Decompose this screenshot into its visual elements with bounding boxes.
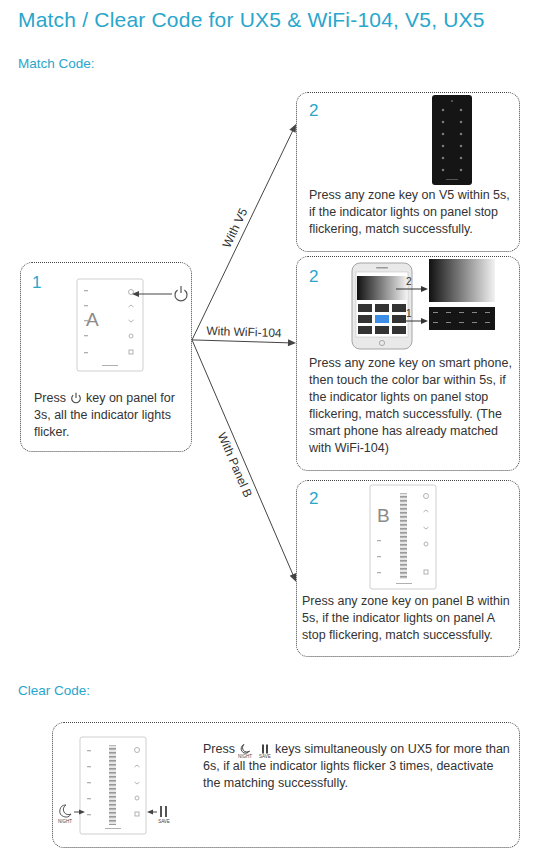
connector-arrow	[192, 124, 296, 340]
text-label: Clear Code:	[18, 684, 90, 699]
smart-phone-drawing	[352, 259, 495, 349]
connector-arrow	[192, 340, 296, 582]
panel-a-drawing	[77, 279, 143, 371]
text-label: A	[86, 310, 99, 331]
text-label: NIGHT	[58, 820, 72, 825]
text-label: SAVE	[158, 820, 170, 825]
instruction-text: keys simultaneously on UX5 for more than…	[203, 742, 510, 790]
instruction-text: Press any zone key on smart phone, then …	[309, 356, 512, 455]
save-icon	[259, 743, 271, 755]
instruction-text: Press any zone key on panel B within 5s,…	[302, 594, 510, 642]
night-icon	[239, 743, 251, 755]
arrow-head	[289, 124, 296, 133]
text-block: Press any zone key on V5 within 5s, if t…	[309, 187, 517, 238]
inline-icon: SAVE	[259, 743, 271, 755]
panel-b-drawing	[370, 485, 436, 589]
power-icon	[70, 392, 82, 404]
step-number: 1	[32, 273, 41, 293]
v5-remote-drawing	[432, 95, 472, 185]
text-block: Press any zone key on panel B within 5s,…	[302, 593, 519, 644]
step-number: 2	[309, 489, 318, 509]
text-label: 1	[406, 308, 412, 319]
step-number: 2	[309, 267, 318, 287]
edge-label: With Panel B	[215, 430, 255, 499]
dashed-box: 2Press any zone key on V5 within 5s, if …	[296, 92, 520, 252]
connector-line	[192, 340, 293, 575]
text-block: Press any zone key on smart phone, then …	[309, 355, 517, 457]
connector-arrow	[192, 339, 296, 346]
text-block: Press key on panel for 3s, all the indic…	[34, 390, 186, 441]
connector-line	[192, 340, 289, 343]
dashed-box: 2Press any zone key on panel B within 5s…	[296, 480, 520, 657]
dashed-box: 1Press key on panel for 3s, all the indi…	[20, 262, 192, 452]
instruction-text: Press	[203, 742, 235, 756]
text-label: 2	[406, 276, 412, 287]
inline-icon	[70, 392, 82, 404]
text-label: Match Code:	[18, 57, 95, 72]
step-number: 2	[309, 101, 318, 121]
diagram-title: Match / Clear Code for UX5 & WiFi-104, V…	[18, 8, 485, 32]
key-caption: SAVE	[259, 754, 271, 759]
instruction-text: Press any zone key on V5 within 5s, if t…	[309, 188, 510, 236]
arrow-head	[288, 339, 296, 346]
connector-line	[192, 130, 293, 340]
dashed-box: Press NIGHT SAVEkeys simultaneously on U…	[52, 722, 520, 848]
clear-panel-drawing	[60, 737, 167, 834]
edge-label: With V5	[220, 206, 251, 250]
arrow-head	[290, 573, 296, 582]
power-key-pointer	[132, 286, 187, 301]
edge-label: With WiFi-104	[206, 324, 282, 340]
inline-icon: NIGHT	[239, 743, 251, 755]
text-block: Press NIGHT SAVEkeys simultaneously on U…	[203, 741, 511, 792]
key-caption: NIGHT	[238, 754, 252, 759]
dashed-box: 2Press any zone key on smart phone, then…	[296, 256, 520, 471]
text-label: B	[377, 506, 390, 527]
instruction-text: Press	[34, 391, 66, 405]
